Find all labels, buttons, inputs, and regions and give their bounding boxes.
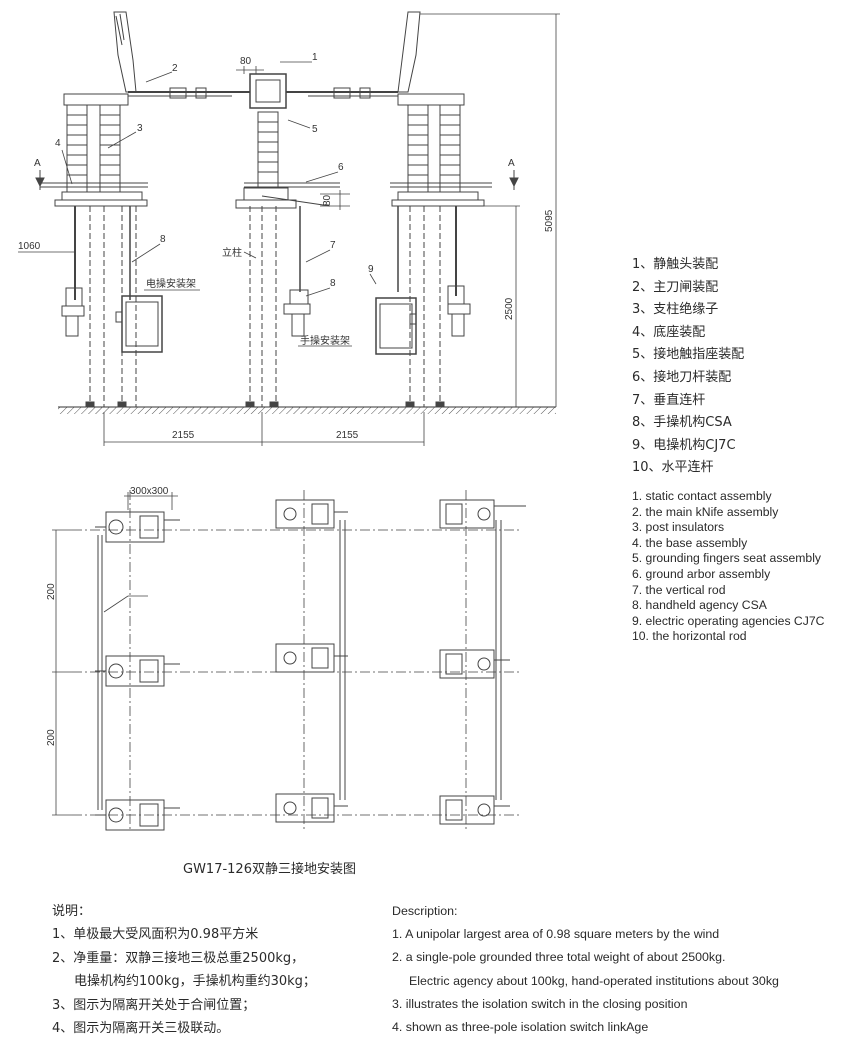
callout-label: 4	[55, 138, 61, 149]
plan-unit	[95, 511, 180, 543]
note-line: 2. a single-pole grounded three total we…	[392, 950, 726, 965]
elevation-dimensions: 80 80 5095 2500 1060 2155 2155 立柱 电操安装架 …	[18, 56, 555, 441]
legend-item: 10、水平连杆	[632, 460, 714, 476]
legend-chinese: 1、静触头装配 2、主刀闸装配 3、支柱绝缘子 4、底座装配 5、接地触指座装配…	[632, 254, 744, 480]
left-pole	[40, 11, 232, 408]
legend-item: 6. ground arbor assembly	[632, 566, 771, 581]
plan-unit	[439, 649, 510, 679]
legend-english: 1. static contact assembly 2. the main k…	[632, 489, 824, 645]
dim-spacing-left: 2155	[172, 430, 195, 441]
plan-unit	[439, 795, 510, 825]
plan-view	[52, 490, 526, 831]
note-line: 3、图示为隔离开关处于合闸位置；	[52, 997, 256, 1013]
plan-unit	[275, 643, 348, 673]
electric-operator-box	[375, 297, 417, 355]
callout-label: 8	[160, 234, 166, 245]
electric-operator-box	[115, 295, 163, 353]
note-line: 4、图示为隔离开关三极联动。	[52, 1021, 230, 1037]
section-arrow-right	[509, 170, 519, 190]
callout-label: 2	[172, 63, 178, 74]
section-mark: A	[34, 158, 41, 169]
plan-unit	[275, 499, 348, 529]
legend-item: 3. post insulators	[632, 520, 725, 535]
legend-item: 6、接地刀杆装配	[632, 369, 732, 385]
center-pole	[232, 73, 340, 408]
legend-item: 9. electric operating agencies CJ7C	[632, 613, 825, 628]
legend-item: 4、底座装配	[632, 324, 706, 340]
plan-dimensions: 300x300 200 200	[46, 486, 169, 746]
note-line: 3. illustrates the isolation switch in t…	[392, 996, 688, 1011]
notes-title: 说明：	[52, 904, 92, 919]
elevation-callouts: 1 2 3 4 5 6 7 8 8 9 A A	[34, 52, 515, 289]
legend-item: 4. the base assembly	[632, 535, 748, 550]
dim-total-height: 5095	[544, 209, 555, 232]
legend-item: 5. grounding fingers seat assembly	[632, 551, 822, 566]
callout-label: 7	[330, 240, 336, 251]
section-arrow-left	[35, 170, 45, 190]
legend-item: 8. handheld agency CSA	[632, 598, 767, 613]
legend-item: 5、接地触指座装配	[632, 347, 745, 363]
dim-lower-spacing: 200	[46, 729, 57, 746]
drawing-caption: GW17-126双静三接地安装图	[183, 862, 356, 877]
right-pole	[308, 11, 492, 408]
dim-top-gap: 80	[240, 56, 252, 67]
plan-unit	[95, 799, 180, 831]
legend-item: 7、垂直连杆	[632, 392, 706, 408]
notes-title: Description:	[392, 904, 458, 918]
elevation-view	[18, 11, 560, 446]
legend-item: 2、主刀闸装配	[632, 279, 719, 295]
notes-english: Description: 1. A unipolar largest area …	[392, 900, 779, 1039]
legend-item: 3、支柱绝缘子	[632, 302, 719, 318]
manual-bracket-label: 手操安装架	[300, 334, 350, 347]
section-mark: A	[508, 158, 515, 169]
legend-item: 1. static contact assembly	[632, 489, 772, 503]
callout-label: 3	[137, 123, 143, 134]
legend-item: 7. the vertical rod	[632, 582, 726, 597]
insulator	[439, 104, 461, 193]
callout-label: 6	[338, 162, 344, 173]
dim-left-offset: 1060	[18, 241, 41, 252]
callout-label: 8	[330, 278, 336, 289]
callout-label: 5	[312, 124, 318, 135]
legend-item: 9、电操机构CJ7C	[632, 437, 736, 453]
dim-mech-height: 2500	[504, 297, 515, 320]
insulator	[66, 104, 88, 193]
note-line: 1、单极最大受风面积为0.98平方米	[52, 927, 259, 943]
note-line: 2、净重量：双静三接地三极总重2500kg，	[52, 950, 305, 966]
plan-unit	[95, 655, 180, 687]
legend-item: 1、静触头装配	[632, 257, 719, 272]
dim-ground-gap: 80	[322, 194, 333, 206]
note-line: 电操机构约100kg，手操机构重约30kg；	[74, 974, 316, 990]
notes-chinese: 说明： 1、单极最大受风面积为0.98平方米 2、净重量：双静三接地三极总重25…	[52, 900, 316, 1040]
legend-item: 8、手操机构CSA	[632, 415, 732, 431]
plan-unit	[439, 499, 526, 529]
dim-box: 300x300	[130, 486, 169, 497]
callout-label: 1	[312, 52, 318, 63]
legend-item: 2. the main kNife assembly	[632, 504, 779, 519]
insulator	[99, 104, 121, 193]
ground-line	[58, 406, 556, 414]
dim-upper-spacing: 200	[46, 583, 57, 600]
plan-unit	[275, 793, 348, 823]
dim-spacing-right: 2155	[336, 430, 359, 441]
note-line: 1. A unipolar largest area of 0.98 squar…	[392, 927, 720, 942]
callout-label: 9	[368, 264, 374, 275]
legend-item: 10. the horizontal rod	[632, 629, 747, 644]
column-label: 立柱	[222, 246, 242, 259]
insulator	[407, 104, 429, 193]
note-line: Electric agency about 100kg, hand-operat…	[409, 973, 779, 988]
note-line: 4. shown as three-pole isolation switch …	[392, 1020, 649, 1035]
electric-bracket-label: 电操安装架	[146, 277, 196, 290]
insulator	[257, 111, 279, 189]
